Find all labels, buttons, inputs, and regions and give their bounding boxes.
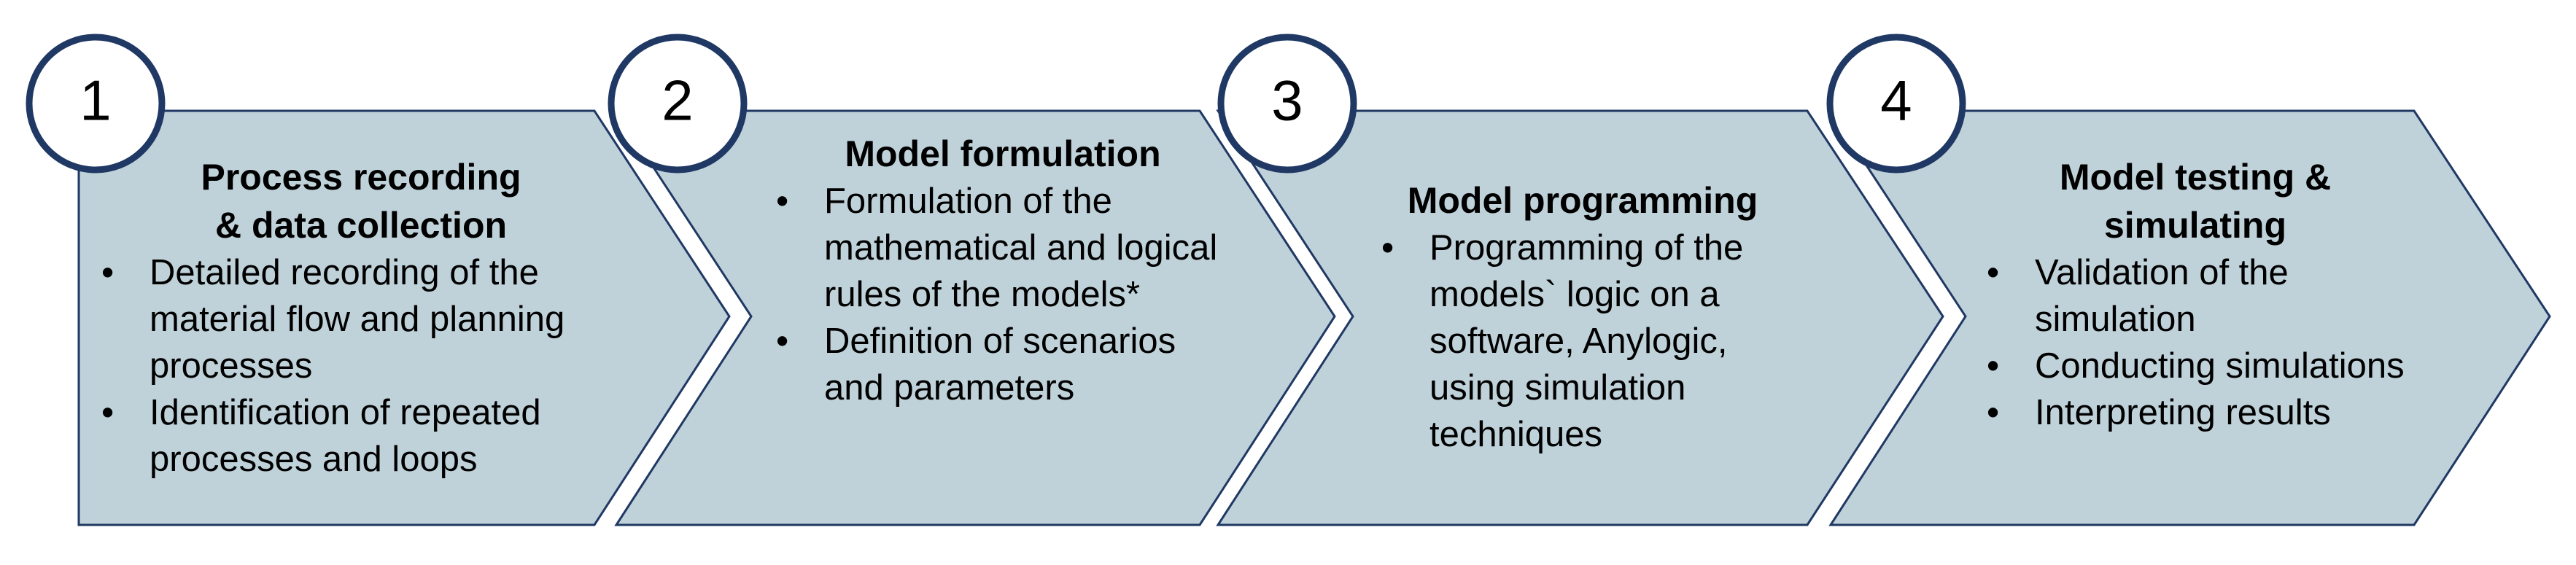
step-1-badge [26, 34, 166, 174]
step-1-number: 1 [79, 69, 111, 133]
step-3-title: Model programming [1378, 176, 1787, 225]
step-4-badge [1826, 34, 1966, 174]
step-4-number: 4 [1880, 69, 1912, 133]
step-3-title-line-1: Model programming [1407, 180, 1758, 221]
step-4-title: Model testing & simulating [1984, 153, 2407, 249]
step-3-badge [1217, 34, 1357, 174]
step-1-title: Process recording & data collection [98, 153, 624, 249]
step-4-bullets: Validation of the simulation Conducting … [1984, 249, 2407, 436]
step-2-title-line-1: Model formulation [845, 133, 1161, 174]
step-2-bullets: Formulation of the mathematical and logi… [773, 178, 1233, 411]
step-2-number: 2 [662, 69, 693, 133]
step-3-content: Model programming Programming of the mod… [1378, 176, 1787, 458]
step-1-bullet: Identification of repeated processes and… [98, 389, 624, 483]
step-3-bullets: Programming of the models` logic on a so… [1378, 225, 1787, 458]
step-1-title-line-1: Process recording [201, 157, 521, 198]
step-2-badge [608, 34, 748, 174]
step-4-content: Model testing & simulating Validation of… [1984, 153, 2407, 436]
step-1-title-line-2: & data collection [214, 205, 508, 246]
step-4-bullet: Interpreting results [1984, 389, 2407, 436]
step-1-content: Process recording & data collection Deta… [98, 153, 624, 483]
step-4-bullet: Conducting simulations [1984, 343, 2407, 389]
step-3-number: 3 [1271, 69, 1303, 133]
step-3-bullet: Programming of the models` logic on a so… [1378, 225, 1787, 458]
step-1-bullet: Detailed recording of the material flow … [98, 249, 624, 389]
step-4-title-line-2: simulating [2103, 205, 2287, 246]
step-4-title-line-1: Model testing & [2059, 157, 2332, 198]
step-1-bullets: Detailed recording of the material flow … [98, 249, 624, 483]
step-2-bullet: Definition of scenarios and parameters [773, 318, 1233, 411]
step-2-title: Model formulation [773, 130, 1233, 178]
step-4-bullet: Validation of the simulation [1984, 249, 2407, 343]
step-2-bullet: Formulation of the mathematical and logi… [773, 178, 1233, 318]
step-2-content: Model formulation Formulation of the mat… [773, 130, 1233, 411]
